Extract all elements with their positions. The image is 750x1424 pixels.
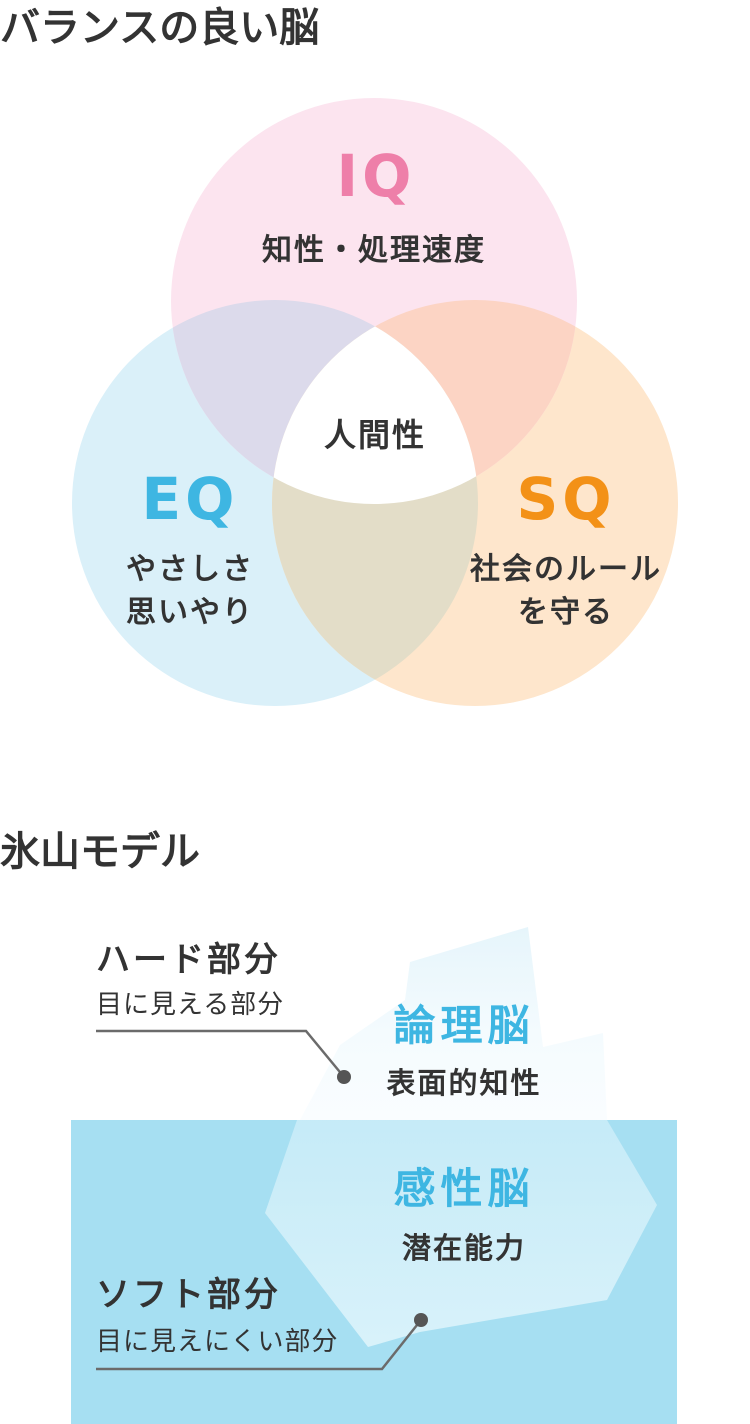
soft-leader-line <box>96 1319 422 1371</box>
eq-label: EQ <box>142 465 239 533</box>
hard-leader-line <box>96 1029 345 1078</box>
eq-description-line1: やさしさ <box>126 552 254 587</box>
soft-part-subtitle: 目に見えにくい部分 <box>96 1327 338 1357</box>
sq-description-line2: を守る <box>518 595 614 630</box>
venn-diagram: IQ 知性・処理速度 人間性 EQ やさしさ 思いやり SQ 社会のルール を守… <box>72 98 678 706</box>
iq-label: IQ <box>337 142 416 210</box>
iceberg-tip <box>300 927 607 1120</box>
sense-brain-title: 感性脳 <box>393 1164 534 1213</box>
iceberg-underwater <box>265 1120 657 1347</box>
logic-brain-title: 論理脳 <box>393 1001 534 1050</box>
sq-description-line1: 社会のルール <box>470 552 662 587</box>
eq-description-line2: 思いやり <box>126 595 254 630</box>
center-label: 人間性 <box>324 416 426 454</box>
soft-part-title: ソフト部分 <box>96 1275 281 1315</box>
sq-label: SQ <box>516 465 615 533</box>
hard-part-title: ハード部分 <box>96 940 281 980</box>
hard-part-subtitle: 目に見える部分 <box>96 990 284 1020</box>
sense-brain-subtitle: 潜在能力 <box>402 1231 526 1265</box>
hard-leader-dot <box>337 1070 351 1084</box>
logic-brain-subtitle: 表面的知性 <box>386 1066 541 1100</box>
iq-description: 知性・処理速度 <box>262 233 486 268</box>
soft-leader-dot <box>414 1313 428 1327</box>
iceberg-section-title: 氷山モデル <box>0 829 200 875</box>
balance-section-title: バランスの良い脳 <box>0 5 320 51</box>
